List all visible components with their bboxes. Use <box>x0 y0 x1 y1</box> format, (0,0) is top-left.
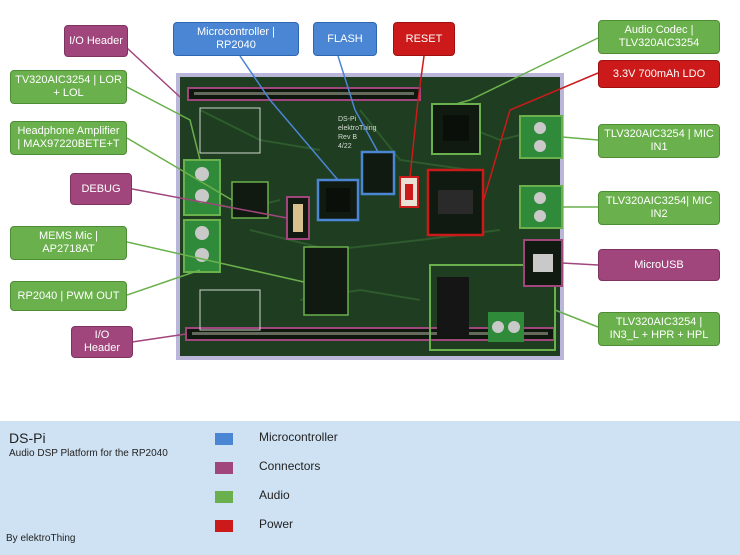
header-pins <box>192 92 548 335</box>
legend-label-power: Power <box>259 517 294 531</box>
line-pwm-out <box>126 269 201 296</box>
label-microusb: MicroUSB <box>598 249 720 281</box>
line-microusb <box>561 262 599 266</box>
terminal-lor-lol <box>183 159 221 216</box>
label-debug: DEBUG <box>70 173 132 205</box>
legend-label-connectors: Connectors <box>259 459 321 473</box>
flash-box <box>360 150 396 196</box>
line-io-header-bottom <box>131 333 187 343</box>
footer-author: By elektroThing <box>6 533 76 544</box>
footer-subtitle: Audio DSP Platform for the RP2040 <box>9 448 168 459</box>
label-in3-hp: TLV320AIC3254 | IN3_L + HPR + HPL <box>598 312 720 346</box>
silk-line-1: DS-Pi <box>338 116 357 123</box>
legend-label-microcontroller: Microcontroller <box>259 430 338 444</box>
legend-swatch-connectors <box>215 462 233 474</box>
mems-mic-box <box>303 246 349 316</box>
line-io-header-top <box>126 47 181 98</box>
in3-hp-box <box>429 264 556 351</box>
silk-line-3: Rev B <box>338 134 357 141</box>
board-diagram: DS-Pi elektroThing Rev B 4/22 <box>126 37 599 360</box>
callout-lines <box>126 37 599 343</box>
label-mic-in1: TLV320AIC3254 | MIC IN1 <box>598 124 720 158</box>
legend-label-audio: Audio <box>259 488 290 502</box>
line-in3-hp <box>554 309 599 328</box>
label-mems-mic: MEMS Mic | AP2718AT <box>10 226 127 260</box>
label-audio-codec: Audio Codec | TLV320AIC3254 <box>598 20 720 54</box>
line-flash <box>337 55 379 153</box>
jack-top-left <box>199 107 261 154</box>
label-ldo: 3.3V 700mAh LDO <box>598 60 720 88</box>
legend-swatch-power <box>215 520 233 532</box>
label-reset: RESET <box>393 22 455 56</box>
line-mems-mic <box>126 241 305 283</box>
jack-bottom-left <box>199 289 261 331</box>
line-audio-codec <box>455 37 599 105</box>
label-flash: FLASH <box>313 22 377 56</box>
line-debug <box>126 187 288 219</box>
label-pwm-out: RP2040 | PWM OUT <box>10 281 127 311</box>
label-microcontroller: Microcontroller | RP2040 <box>173 22 299 56</box>
label-mic-in2: TLV320AIC3254| MIC IN2 <box>598 191 720 225</box>
line-microcontroller <box>239 55 339 181</box>
label-io-header-top: I/O Header <box>64 25 128 57</box>
line-mic-in1 <box>561 136 599 141</box>
label-headphone-amp: Headphone Amplifier | MAX97220BETE+T <box>10 121 127 155</box>
line-reset <box>409 55 425 178</box>
legend-swatch-microcontroller <box>215 433 233 445</box>
line-ldo <box>482 72 599 203</box>
legend-swatch-audio <box>215 491 233 503</box>
silk-line-4: 4/22 <box>338 143 352 150</box>
label-lor-lol: TV320AIC3254 | LOR + LOL <box>10 70 127 104</box>
line-lor-lol <box>126 86 201 161</box>
line-headphone-amp <box>126 137 233 201</box>
label-io-header-bottom: I/O Header <box>71 326 133 358</box>
footer-title: DS-Pi <box>9 430 46 446</box>
footer-panel: DS-Pi Audio DSP Platform for the RP2040 … <box>0 421 740 555</box>
silk-line-2: elektroThing <box>338 125 377 132</box>
headphone-amp-box <box>231 181 269 219</box>
